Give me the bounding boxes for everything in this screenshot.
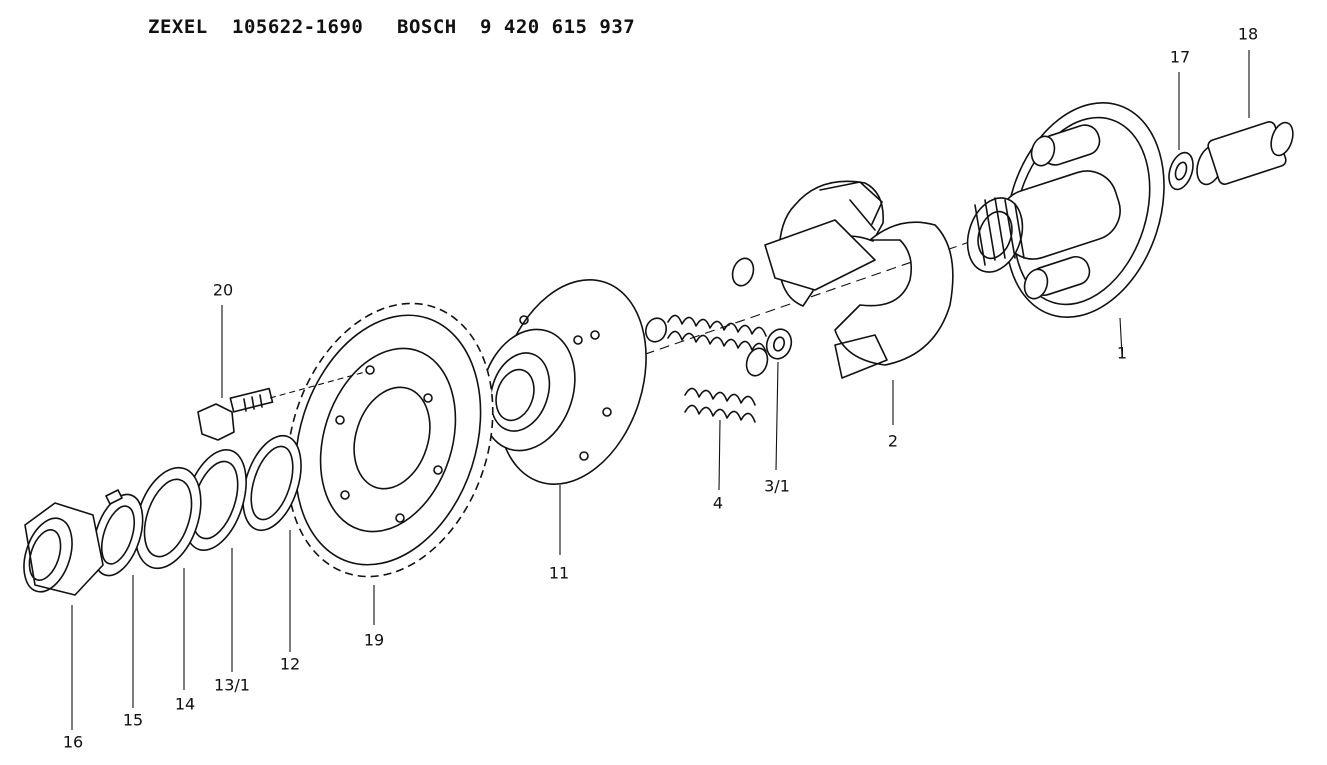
- callout-18: 18: [1237, 24, 1259, 44]
- part-20-screw: [197, 305, 366, 441]
- header-maker1: ZEXEL: [148, 16, 208, 38]
- header-maker2: BOSCH: [397, 16, 457, 38]
- part-15-tab-washer: [92, 489, 144, 708]
- part-3-1-washer: [765, 328, 793, 471]
- callout-17: 17: [1169, 47, 1191, 67]
- part-11-hub-carrier: [480, 279, 647, 555]
- callout-13-1: 13/1: [214, 675, 250, 695]
- part-17-washer: [1168, 72, 1194, 191]
- callout-4: 4: [712, 493, 724, 513]
- part-16-nut: [23, 502, 104, 730]
- part-4-springs: [644, 257, 769, 491]
- part-18-sleeve: [1196, 50, 1294, 186]
- header-part1: 105622-1690: [232, 16, 364, 38]
- part-12-shim: [242, 434, 302, 652]
- callout-20: 20: [212, 280, 234, 300]
- part-19-gear: [286, 302, 494, 625]
- part-2-flyweights: [764, 180, 954, 425]
- callout-11: 11: [548, 563, 570, 583]
- part-14-ring: [134, 466, 202, 690]
- part-1-hub-flange: [966, 102, 1165, 356]
- callout-15: 15: [122, 710, 144, 730]
- header-part2: 9 420 615 937: [480, 16, 636, 38]
- callout-14: 14: [174, 694, 196, 714]
- callout-3-1: 3/1: [764, 476, 790, 496]
- callout-19: 19: [363, 630, 385, 650]
- callout-1: 1: [1116, 343, 1128, 363]
- callout-2: 2: [887, 431, 899, 451]
- callout-12: 12: [279, 654, 301, 674]
- callout-16: 16: [62, 732, 84, 752]
